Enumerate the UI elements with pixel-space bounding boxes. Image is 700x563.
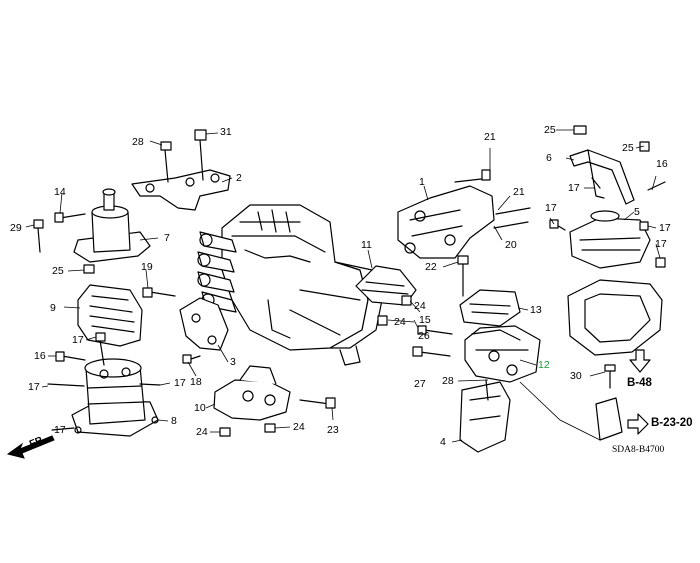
callout-19: 19: [141, 261, 153, 273]
mount-12: [412, 325, 541, 453]
reference-b2320: B-23-20: [651, 417, 693, 429]
diagram-code: SDA8-B4700: [612, 445, 665, 455]
callout-18: 18: [190, 376, 202, 388]
bracket-2: [131, 129, 231, 211]
callout-10: 10: [194, 402, 206, 414]
callout-17: 17: [655, 238, 667, 250]
engine-block: [197, 204, 383, 366]
callout-20: 20: [505, 239, 517, 251]
callout-31: 31: [220, 126, 232, 138]
mount-10: [213, 365, 336, 437]
callout-13: 13: [530, 304, 542, 316]
callout-11: 11: [361, 239, 372, 251]
callout-24: 24: [293, 421, 305, 433]
callout-17: 17: [174, 377, 186, 389]
callout-7: 7: [164, 232, 170, 244]
b48-arrow: [629, 349, 651, 373]
callout-16: 16: [34, 350, 46, 362]
mount-9: [77, 264, 176, 347]
subframe-bracket: [567, 279, 663, 441]
callout-17: 17: [545, 202, 557, 214]
callout-24: 24: [394, 316, 406, 328]
callout-30: 30: [570, 370, 582, 382]
callout-9: 9: [50, 302, 56, 314]
bracket-6: [569, 125, 666, 205]
bracket-1: [397, 169, 531, 297]
b2320-arrow: [627, 413, 649, 435]
callout-12: 12: [538, 359, 550, 371]
callout-1: 1: [419, 176, 425, 188]
callout-24: 24: [196, 426, 208, 438]
reference-b48: B-48: [627, 377, 652, 389]
callout-17: 17: [568, 182, 580, 194]
callout-14: 14: [54, 186, 66, 198]
mount-5: [549, 210, 666, 269]
front-arrow: [6, 435, 55, 459]
callout-27: 27: [414, 378, 426, 390]
callout-15: 15: [419, 314, 431, 326]
leader-lines: [25, 129, 661, 443]
callout-29: 29: [10, 222, 22, 234]
callout-28: 28: [132, 136, 144, 148]
callout-21: 21: [513, 186, 525, 198]
pad-13: [459, 289, 521, 327]
callout-6: 6: [546, 152, 552, 164]
callout-17: 17: [659, 222, 671, 234]
mount-8: [47, 332, 161, 437]
bracket-3: [179, 297, 229, 364]
callout-21: 21: [484, 131, 496, 143]
callout-17: 17: [54, 424, 66, 436]
callout-28: 28: [442, 375, 454, 387]
mount-7: [33, 188, 151, 263]
callout-5: 5: [634, 206, 640, 218]
mount-11: [355, 265, 417, 326]
callout-4: 4: [440, 436, 446, 448]
callout-16: 16: [656, 158, 668, 170]
callout-26: 26: [418, 330, 430, 342]
callout-23: 23: [327, 424, 339, 436]
callout-17: 17: [28, 381, 40, 393]
callout-8: 8: [171, 415, 177, 427]
callout-24: 24: [414, 300, 426, 312]
callout-22: 22: [425, 261, 437, 273]
callout-17: 17: [72, 334, 84, 346]
callout-25: 25: [52, 265, 64, 277]
callout-2: 2: [236, 172, 242, 184]
callout-25: 25: [622, 142, 634, 154]
callout-3: 3: [230, 356, 236, 368]
callout-25: 25: [544, 124, 556, 136]
